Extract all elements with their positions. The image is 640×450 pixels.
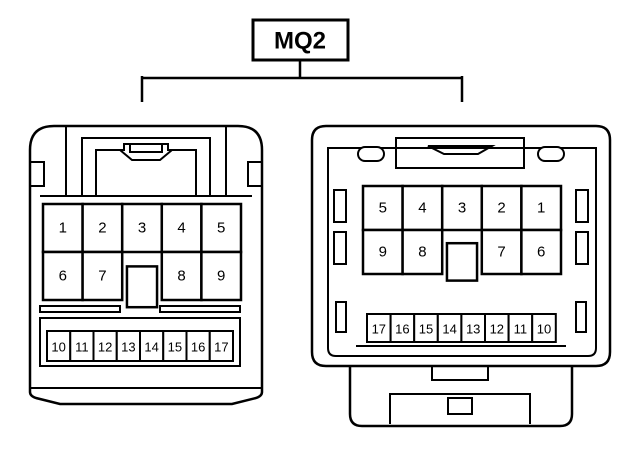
left-key-bar-left — [39, 305, 121, 313]
right-pin-label-middle-1: 8 — [418, 244, 426, 261]
left-pin-label-lower-6: 16 — [191, 340, 205, 355]
right-slot-right-2 — [575, 231, 589, 265]
right-slot-bottom-left — [335, 301, 347, 333]
left-pin-cell-upper-1 — [81, 202, 124, 254]
right-pin-label-lower-5: 12 — [490, 322, 504, 337]
right-housing-outline — [310, 124, 612, 368]
title-group: MQ2 — [251, 18, 350, 62]
left-pin-label-lower-4: 14 — [144, 340, 158, 355]
right-pin-cell-lower-7 — [531, 313, 557, 343]
right-housing-inner — [327, 147, 597, 357]
left-pin-cell-lower-7 — [208, 330, 234, 362]
right-latch-top — [395, 137, 525, 169]
right-slot-bottom-right — [575, 301, 587, 333]
left-pin-cell-middle-1 — [81, 250, 124, 302]
left-connector-housing — [28, 124, 264, 406]
right-pin-cell-middle-1 — [401, 228, 444, 276]
left-pin-label-upper-3: 4 — [177, 220, 185, 237]
left-pin-cell-middle-4 — [200, 250, 243, 302]
left-pin-label-upper-2: 3 — [138, 220, 146, 237]
right-pin-label-middle-3: 7 — [497, 244, 505, 261]
left-pin-label-middle-4: 9 — [217, 268, 225, 285]
left-pin-label-middle-1: 7 — [98, 268, 106, 285]
left-side-notch-left — [30, 161, 45, 187]
right-pin-label-lower-0: 17 — [372, 322, 386, 337]
right-pin-label-upper-4: 1 — [537, 200, 545, 217]
left-pin-cell-upper-2 — [120, 202, 164, 254]
bracket-line — [140, 60, 464, 102]
right-connector-housing — [310, 124, 612, 428]
left-pin-cell-middle-3 — [160, 250, 203, 302]
left-pin-label-upper-0: 1 — [59, 220, 67, 237]
right-pin-cell-upper-1 — [401, 184, 444, 232]
left-housing-outline — [28, 124, 264, 406]
left-pin-label-lower-1: 11 — [75, 340, 89, 355]
right-pin-cell-middle-4 — [520, 228, 563, 276]
right-slot-right-1 — [575, 189, 589, 223]
left-latch-tab — [119, 149, 173, 161]
right-pin-label-upper-2: 3 — [458, 200, 466, 217]
left-pin-label-lower-5: 15 — [168, 340, 182, 355]
right-oval-right — [537, 146, 565, 162]
left-pin-label-middle-0: 6 — [59, 268, 67, 285]
right-pin-label-upper-3: 2 — [497, 200, 505, 217]
diagram-title: MQ2 — [274, 28, 326, 55]
left-latch-outer — [65, 126, 227, 196]
right-connector-pins: 5 4 3 2 1 9 8 7 6 17 16 15 14 13 12 11 10 — [361, 184, 563, 343]
right-pin-label-lower-1: 16 — [395, 322, 409, 337]
right-key-slot — [445, 241, 479, 282]
left-latch-frame — [81, 137, 211, 196]
left-pin-label-lower-2: 12 — [98, 340, 112, 355]
left-pin-label-middle-3: 8 — [177, 268, 185, 285]
right-pin-label-lower-4: 13 — [466, 322, 480, 337]
right-pin-label-lower-3: 14 — [442, 322, 456, 337]
right-bottom-lock-tab — [447, 397, 473, 415]
left-pin-label-lower-3: 13 — [121, 340, 135, 355]
left-pin-cell-upper-4 — [200, 202, 243, 254]
right-slot-left-2 — [333, 231, 347, 265]
right-bottom-lock-inner — [389, 366, 531, 424]
left-side-notch-right — [247, 161, 262, 187]
right-pin-label-lower-7: 10 — [537, 322, 551, 337]
right-pin-label-upper-1: 4 — [418, 200, 426, 217]
left-pin-label-upper-1: 2 — [98, 220, 106, 237]
right-pin-cell-middle-3 — [480, 228, 523, 276]
left-pin-label-lower-7: 17 — [214, 340, 228, 355]
left-pin-label-lower-0: 10 — [51, 340, 65, 355]
bracket — [140, 60, 464, 102]
left-latch-bar — [129, 143, 163, 153]
right-pin-label-middle-4: 6 — [537, 244, 545, 261]
left-key-slot — [125, 265, 159, 309]
left-key-bar-right — [159, 305, 241, 313]
right-pin-label-upper-0: 5 — [379, 200, 387, 217]
right-latch-ramp — [427, 145, 496, 155]
left-lower-shroud — [39, 317, 241, 367]
right-pin-label-lower-6: 11 — [514, 322, 528, 337]
right-bottom-lock — [348, 366, 574, 428]
right-pin-label-lower-2: 15 — [419, 322, 433, 337]
right-pin-label-middle-0: 9 — [379, 244, 387, 261]
left-pin-label-upper-4: 5 — [217, 220, 225, 237]
right-slot-left-1 — [333, 189, 347, 223]
right-oval-left — [357, 146, 385, 162]
